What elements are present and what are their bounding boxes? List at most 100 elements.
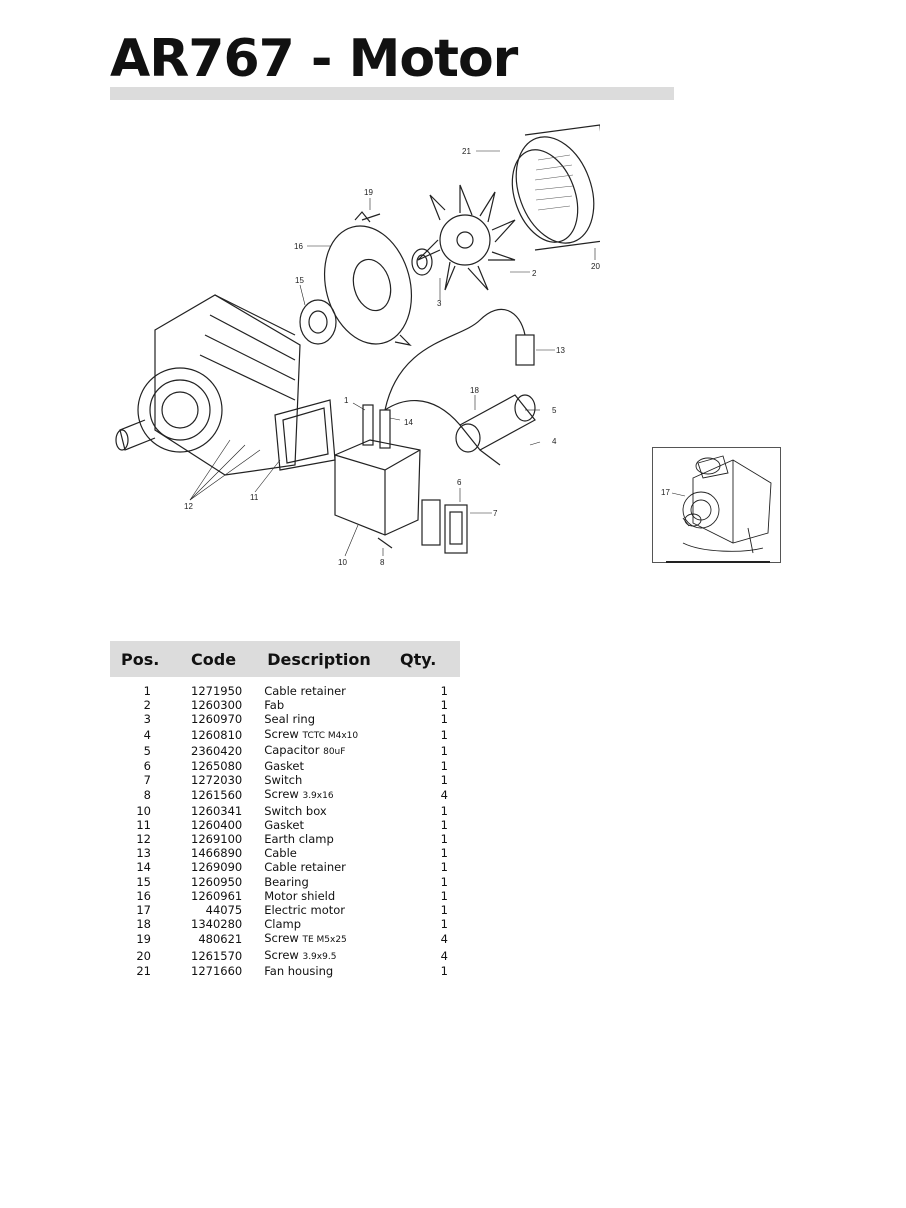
- description-text: Switch box: [264, 803, 327, 818]
- cell-description: Clamp: [264, 917, 400, 931]
- cell-code: 1261560: [191, 788, 243, 803]
- cell-qty: 1: [440, 888, 448, 903]
- cell-qty: 1: [440, 743, 448, 758]
- description-spec: 3.9x9.5: [302, 951, 337, 962]
- description-text: Seal ring: [264, 712, 316, 727]
- table-row: 8 1261560 Screw 3.9x16 4: [110, 787, 460, 803]
- cell-pos: 17: [136, 903, 151, 918]
- description-text: Screw: [264, 947, 299, 962]
- cell-description: Gasket: [264, 759, 400, 773]
- title-underline-bar: [110, 87, 674, 100]
- cell-code: 1271950: [191, 684, 243, 698]
- motor-shield-drawing: [323, 211, 413, 346]
- cell-pos: 18: [136, 917, 151, 932]
- capacitor-drawing: [455, 394, 536, 466]
- cell-qty: 1: [440, 917, 448, 932]
- description-text: Bearing: [264, 874, 309, 889]
- header-qty: Qty.: [400, 641, 460, 677]
- description-text: Screw: [264, 787, 299, 802]
- cell-description: Screw 3.9x16: [264, 787, 400, 803]
- cell-code: 1466890: [191, 846, 243, 861]
- cell-code: 1269100: [191, 832, 243, 847]
- description-text: Fan housing: [264, 963, 334, 978]
- table-header-row: Pos. Code Description Qty.: [110, 641, 460, 677]
- callout-17: 17: [661, 488, 670, 497]
- cell-description: Seal ring: [264, 712, 400, 726]
- callout-19: 19: [364, 188, 373, 197]
- description-text: Switch: [264, 773, 303, 788]
- exploded-motor-diagram: 21 19 16 15 2 3 20 13 1 14 18 5 4 12 11 …: [115, 124, 600, 567]
- header-description: Description: [264, 641, 400, 677]
- description-spec: TCTC M4x10: [302, 730, 359, 741]
- description-text: Gasket: [264, 759, 305, 774]
- cell-description: Earth clamp: [264, 832, 400, 846]
- cell-description: Fab: [264, 698, 400, 712]
- description-text: Clamp: [264, 917, 301, 932]
- cell-description: Switch: [264, 773, 400, 787]
- callout-1: 1: [344, 396, 349, 405]
- callout-15: 15: [295, 276, 304, 285]
- callout-7: 7: [493, 509, 498, 518]
- cell-qty: 1: [440, 874, 448, 889]
- cell-description: Cable retainer: [264, 684, 400, 698]
- callout-5: 5: [552, 406, 557, 415]
- cell-qty: 1: [440, 727, 448, 742]
- page-title: AR767 - Motor: [110, 29, 518, 89]
- description-text: Cable retainer: [264, 860, 346, 875]
- cell-qty: 1: [440, 712, 448, 727]
- description-text: Earth clamp: [264, 832, 334, 847]
- callout-4: 4: [552, 437, 557, 446]
- callout-8: 8: [380, 558, 385, 567]
- cell-code: 2360420: [191, 743, 243, 758]
- header-pos: Pos.: [110, 641, 191, 677]
- cell-pos: 13: [136, 846, 151, 861]
- description-spec: TE M5x25: [302, 935, 347, 946]
- cell-pos: 20: [136, 948, 151, 963]
- motor-body-drawing: [115, 294, 301, 476]
- cell-pos: 3: [143, 712, 151, 727]
- callout-12: 12: [184, 502, 193, 511]
- callout-21: 21: [462, 147, 471, 156]
- cell-pos: 6: [143, 759, 151, 774]
- description-text: Gasket: [264, 817, 305, 832]
- cell-qty: 4: [440, 788, 448, 803]
- cell-qty: 1: [440, 759, 448, 774]
- cell-qty: 1: [440, 860, 448, 875]
- fan-drawing: [417, 184, 516, 291]
- callout-18: 18: [470, 386, 479, 395]
- cell-code: 1271660: [191, 963, 243, 978]
- cell-qty: 1: [440, 698, 448, 713]
- cell-code: 1260961: [191, 888, 243, 903]
- cell-qty: 4: [440, 932, 448, 947]
- cell-pos: 5: [143, 743, 151, 758]
- cell-pos: 8: [143, 788, 151, 803]
- description-text: Cable: [264, 846, 297, 861]
- callout-2: 2: [532, 269, 537, 278]
- assembled-motor-inset: 17: [652, 447, 781, 563]
- cell-pos: 15: [136, 874, 151, 889]
- callout-6: 6: [457, 478, 462, 487]
- description-text: Electric motor: [264, 903, 345, 918]
- cell-description: Cable: [264, 846, 400, 860]
- cell-pos: 2: [143, 698, 151, 713]
- cell-description: Switch box: [264, 804, 400, 818]
- cell-description: Screw TCTC M4x10: [264, 727, 400, 743]
- description-text: Fab: [264, 698, 285, 713]
- description-text: Screw: [264, 726, 299, 741]
- cell-qty: 1: [440, 963, 448, 978]
- cell-pos: 7: [143, 773, 151, 788]
- callout-13: 13: [556, 346, 565, 355]
